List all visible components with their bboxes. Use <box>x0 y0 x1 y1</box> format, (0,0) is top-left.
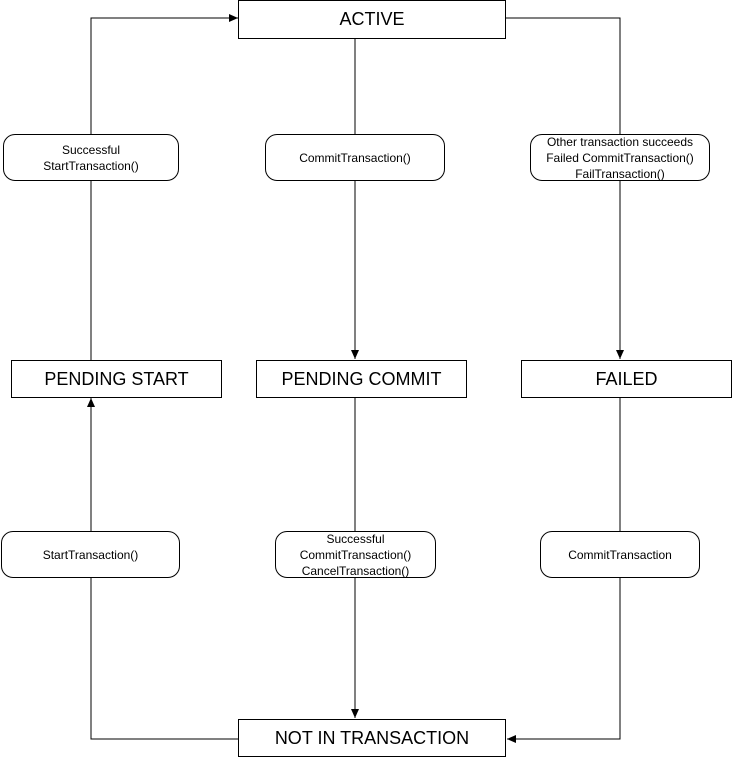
transition-commit-or-cancel[interactable]: Successful CommitTransaction() CancelTra… <box>275 531 436 578</box>
transition-label-line: CommitTransaction() <box>299 547 412 562</box>
transition-label-line: Successful <box>61 142 121 157</box>
connector-active-to-failed <box>506 17 624 359</box>
transition-label-line: StartTransaction() <box>42 547 139 562</box>
transition-commit-transaction[interactable]: CommitTransaction() <box>265 134 445 181</box>
transition-start-transaction[interactable]: StartTransaction() <box>1 531 180 578</box>
state-active-label: ACTIVE <box>339 9 405 29</box>
state-pending-start[interactable]: PENDING START <box>11 360 222 398</box>
transition-fail-events[interactable]: Other transaction succeeds Failed Commit… <box>530 134 710 181</box>
transition-label-line: FailTransaction() <box>575 166 665 181</box>
transition-label-line: CommitTransaction() <box>299 150 411 165</box>
state-active[interactable]: ACTIVE <box>238 0 506 39</box>
state-failed[interactable]: FAILED <box>521 360 732 398</box>
transition-label-line: Successful <box>326 531 385 546</box>
transition-label-line: StartTransaction() <box>43 158 139 173</box>
transition-label-line: CancelTransaction() <box>301 563 410 578</box>
transition-label-line: Failed CommitTransaction() <box>546 150 694 165</box>
transition-label-line: Other transaction succeeds <box>546 134 694 149</box>
connector-pending-start-to-active <box>90 14 238 360</box>
state-not-in-transaction[interactable]: NOT IN TRANSACTION <box>238 719 506 757</box>
state-pending-commit-label: PENDING COMMIT <box>281 368 442 389</box>
state-pending-start-label: PENDING START <box>44 368 189 389</box>
state-pending-commit[interactable]: PENDING COMMIT <box>256 360 467 398</box>
state-failed-label: FAILED <box>595 368 658 389</box>
transition-label-line: CommitTransaction <box>568 547 672 562</box>
transition-failed-commit[interactable]: CommitTransaction <box>540 531 700 578</box>
state-not-in-transaction-label: NOT IN TRANSACTION <box>274 727 470 748</box>
transition-successful-start[interactable]: Successful StartTransaction() <box>3 134 179 181</box>
